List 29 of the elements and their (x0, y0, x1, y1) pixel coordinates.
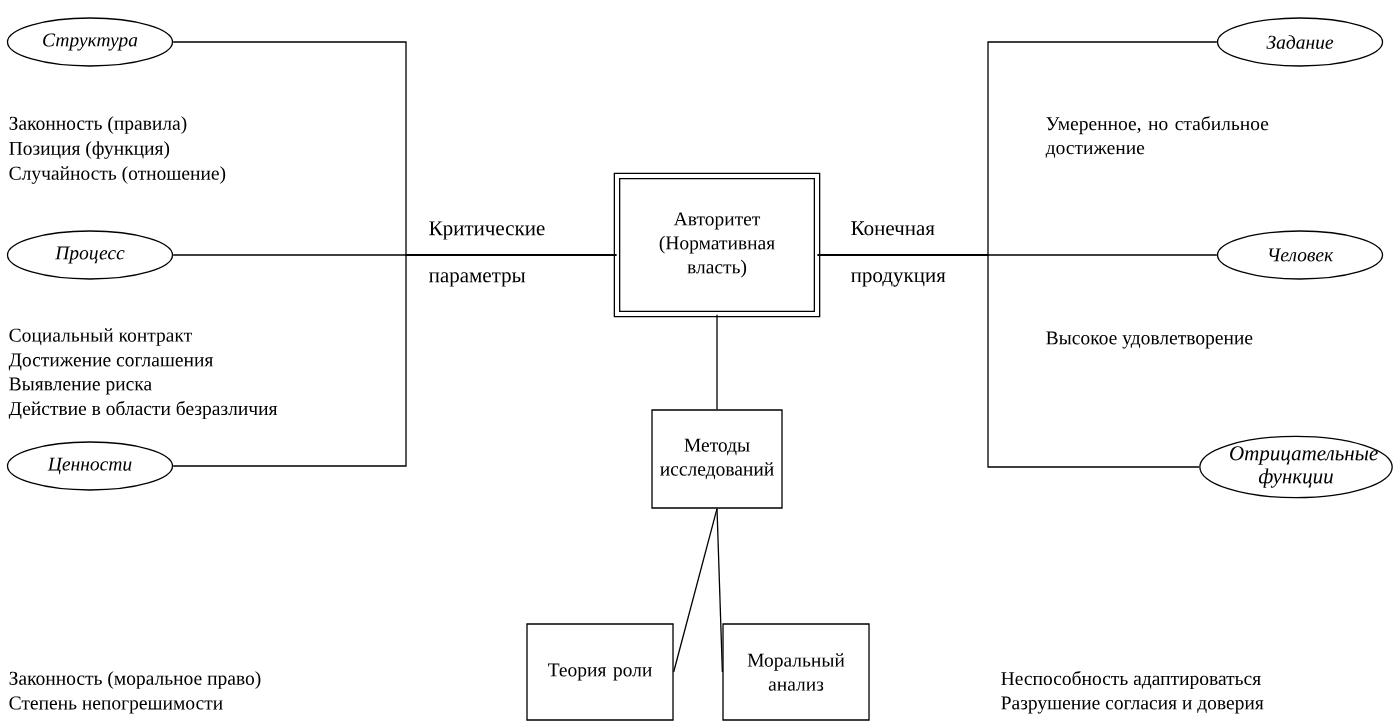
edge-label: Конечная продукция (851, 221, 946, 287)
ellipse-node: Процесс (6, 230, 174, 280)
ellipse-node: Структура (6, 17, 174, 67)
ellipse-node: Человек (1216, 230, 1384, 280)
double-box: Авторитет (Нормативная власть) (613, 172, 821, 318)
connector-line (716, 508, 723, 673)
text-label: Разрушение согласия и доверия (1001, 696, 1264, 714)
connector-line (716, 314, 718, 410)
text-label: Выявление риска (9, 377, 152, 395)
ellipse-node: Задание (1216, 17, 1384, 67)
text-label: Степень непогрешимости (9, 696, 223, 714)
text-label: Случайность (отношение) (9, 166, 226, 184)
text-label: Законность (правила) (9, 116, 187, 134)
connector-line (817, 254, 1200, 468)
text-label: Действие в области безразличия (8, 400, 278, 420)
text-label: Умеренное, но стабильное достижение (1045, 116, 1269, 158)
ellipse-node: Ценности (6, 441, 174, 491)
text-label: Неспособность адаптироваться (1001, 670, 1261, 690)
edge-label: Критические параметры (429, 221, 545, 287)
text-label: Высокое удовлетворение (1046, 331, 1253, 349)
connector-line (172, 254, 617, 467)
text-box: Моральный анализ (722, 623, 870, 721)
text-label: Позиция (функция) (9, 141, 170, 159)
text-label: Социальный контракт (9, 328, 192, 346)
text-label: Законность (моральное право) (9, 671, 261, 689)
text-label: Достижение соглашения (8, 353, 213, 371)
text-box: Методы исследований (651, 409, 783, 509)
text-box: Теория роли (526, 623, 674, 721)
ellipse-node: Отрицательные функции (1199, 435, 1393, 499)
